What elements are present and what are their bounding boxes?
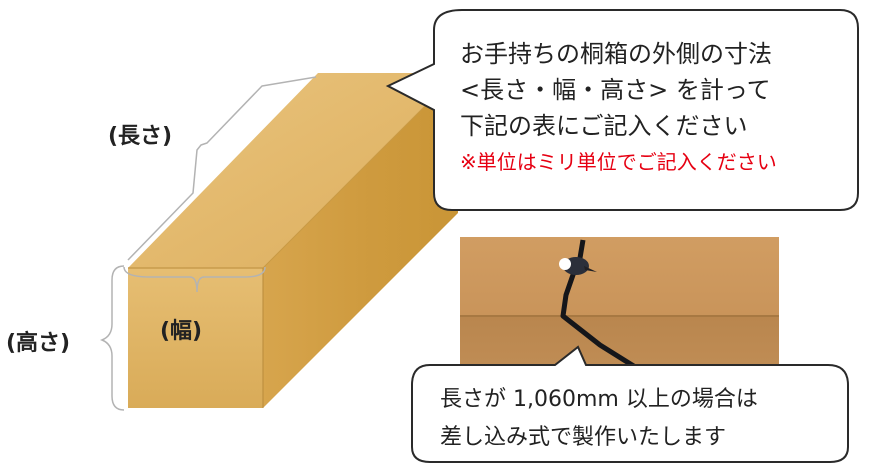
detail-text: 長さが 1,060mm 以上の場合は 差し込み式で製作いたします	[440, 381, 758, 457]
wooden-box	[128, 72, 459, 408]
detail-line-1: 長さが 1,060mm 以上の場合は	[440, 387, 758, 412]
length-label: (長さ)	[108, 124, 173, 149]
instruction-bubble	[385, 9, 859, 211]
box-top-face	[128, 73, 458, 268]
detail-bubble	[411, 345, 849, 463]
instruction-text: お手持ちの桐箱の外側の寸法 <長さ・幅・高さ> を計って 下記の表にご記入くださ…	[460, 36, 777, 180]
detail-line-2: 差し込み式で製作いたします	[440, 425, 727, 450]
instruction-line-1: お手持ちの桐箱の外側の寸法	[460, 40, 772, 68]
height-brace	[99, 265, 125, 411]
instruction-line-2: <長さ・幅・高さ> を計って	[460, 76, 771, 104]
width-label: (幅)	[160, 319, 203, 344]
width-brace	[123, 266, 266, 293]
instruction-line-3: 下記の表にご記入ください	[460, 112, 748, 140]
height-label: (高さ)	[6, 331, 71, 356]
instruction-note: ※単位はミリ単位でご記入ください	[460, 150, 777, 174]
box-front-face	[128, 268, 263, 408]
length-brace	[127, 76, 317, 261]
box-side-face	[263, 73, 458, 408]
